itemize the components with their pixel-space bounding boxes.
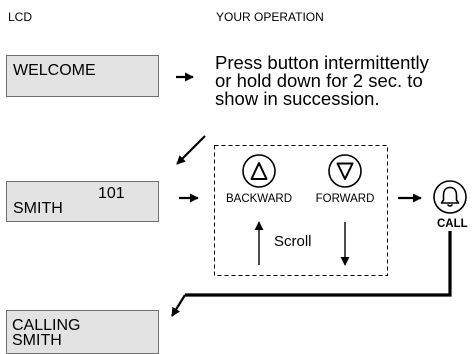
lcd-screen-calling: CALLING SMITH bbox=[6, 310, 159, 354]
scroll-label: Scroll bbox=[274, 233, 312, 250]
backward-button-icon[interactable] bbox=[242, 154, 276, 188]
instruction-text: Press button intermittently or hold down… bbox=[215, 52, 429, 109]
bell-icon bbox=[440, 186, 460, 207]
forward-button-label: FORWARD bbox=[315, 193, 375, 205]
lcd-screen-directory-entry: 101 SMITH bbox=[6, 181, 159, 222]
lcd-column-header: LCD bbox=[8, 10, 33, 24]
arrow-diagonal-to-entry bbox=[176, 135, 206, 165]
forward-button-icon[interactable] bbox=[328, 154, 362, 188]
triangle-up-icon bbox=[250, 162, 268, 180]
triangle-down-icon bbox=[336, 162, 354, 180]
lcd-calling-line1: CALLING bbox=[12, 317, 81, 334]
call-connector-line bbox=[185, 231, 452, 297]
lcd-screen-text: WELCOME bbox=[13, 62, 96, 79]
instruction-line-3: show in succession. bbox=[215, 88, 380, 109]
instruction-line-1: Press button intermittently bbox=[215, 52, 429, 73]
lcd-extension-number: 101 bbox=[98, 185, 125, 202]
instruction-line-2: or hold down for 2 sec. to bbox=[215, 70, 423, 91]
lcd-calling-line2: SMITH bbox=[12, 332, 62, 349]
lcd-screen-name: SMITH bbox=[13, 200, 63, 217]
call-button-label: CALL bbox=[437, 218, 468, 230]
operation-dashed-box bbox=[214, 145, 388, 276]
arrow-to-calling bbox=[171, 294, 186, 317]
operation-column-header: YOUR OPERATION bbox=[216, 10, 324, 24]
backward-button-label: BACKWARD bbox=[225, 193, 293, 205]
lcd-screen-welcome: WELCOME bbox=[6, 55, 159, 97]
call-button-icon[interactable] bbox=[433, 180, 467, 214]
